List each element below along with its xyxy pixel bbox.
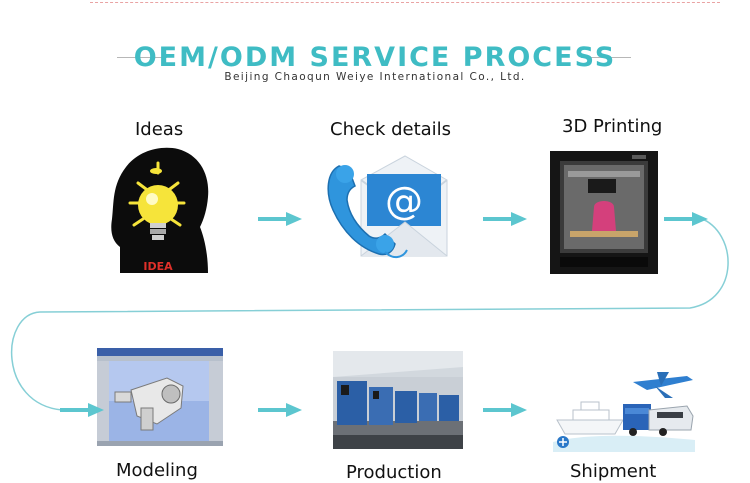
- page-subtitle: Beijing Chaoqun Weiye International Co.,…: [224, 71, 526, 83]
- flow-arrow-4-icon: [60, 403, 104, 417]
- flow-arrow-3-icon: [664, 212, 708, 226]
- step-label-production: Production: [346, 462, 442, 483]
- top-dashed-rule: [90, 2, 720, 3]
- lightbulb-head-icon: IDEA: [111, 147, 209, 273]
- shipping-transport-icon: [553, 372, 695, 452]
- step-label-3d-printing: 3D Printing: [562, 116, 663, 137]
- header: OEM/ODM SERVICE PROCESS: [0, 42, 750, 73]
- title-rule-left: [117, 57, 167, 58]
- flow-arrow-2-icon: [483, 212, 527, 226]
- step-label-check-details: Check details: [330, 119, 452, 140]
- step-label-modeling: Modeling: [116, 460, 198, 481]
- 3d-printer-icon: [550, 151, 658, 274]
- phone-email-icon: @: [327, 155, 448, 258]
- svg-text:@: @: [385, 179, 423, 223]
- step-label-shipment: Shipment: [570, 461, 657, 482]
- flow-arrow-5-icon: [258, 403, 302, 417]
- step-label-ideas: Ideas: [135, 119, 184, 140]
- factory-line-icon: [333, 351, 463, 449]
- page-title: OEM/ODM SERVICE PROCESS: [133, 42, 617, 73]
- flow-arrow-1-icon: [258, 212, 302, 226]
- title-rule-right: [581, 57, 631, 58]
- flow-arrow-6-icon: [483, 403, 527, 417]
- cad-model-icon: [97, 348, 223, 446]
- idea-badge-text: IDEA: [143, 260, 173, 273]
